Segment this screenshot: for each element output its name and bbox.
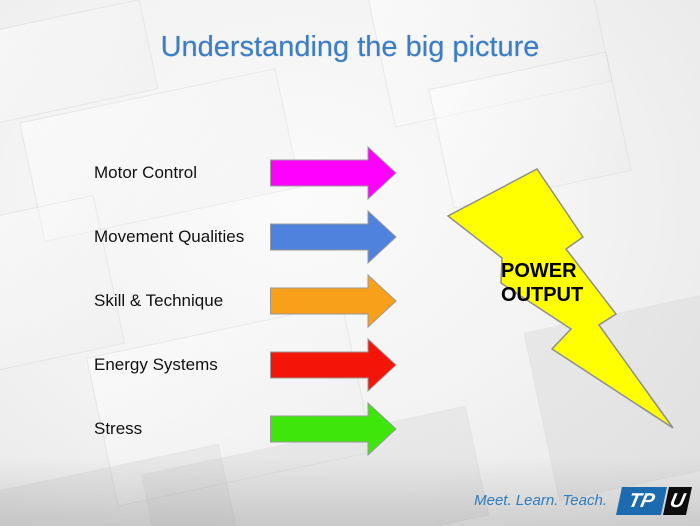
arrow-right-icon bbox=[270, 274, 397, 328]
arrow-right-icon bbox=[270, 402, 397, 456]
row-label-skill-technique: Skill & Technique bbox=[94, 291, 224, 310]
arrow-right-icon bbox=[270, 210, 397, 264]
tpu-logo: TP U bbox=[616, 487, 692, 515]
row-label-movement-qualities: Movement Qualities bbox=[94, 227, 245, 246]
arrow-right-icon bbox=[270, 146, 397, 200]
row-label-energy-systems: Energy Systems bbox=[94, 355, 218, 374]
footer-tagline: Meet. Learn. Teach. bbox=[474, 492, 607, 509]
arrow-right-icon bbox=[270, 338, 397, 392]
power-output-line1: POWER bbox=[501, 260, 577, 282]
bottom-shade bbox=[0, 456, 700, 526]
slide-title: Understanding the big picture bbox=[160, 31, 540, 63]
lightning-bolt-icon bbox=[446, 168, 674, 429]
row-label-motor-control: Motor Control bbox=[94, 163, 197, 182]
tpu-logo-tp-block: TP bbox=[616, 487, 667, 515]
power-output-line2: OUTPUT bbox=[501, 284, 584, 306]
row-label-stress: Stress bbox=[94, 419, 143, 438]
